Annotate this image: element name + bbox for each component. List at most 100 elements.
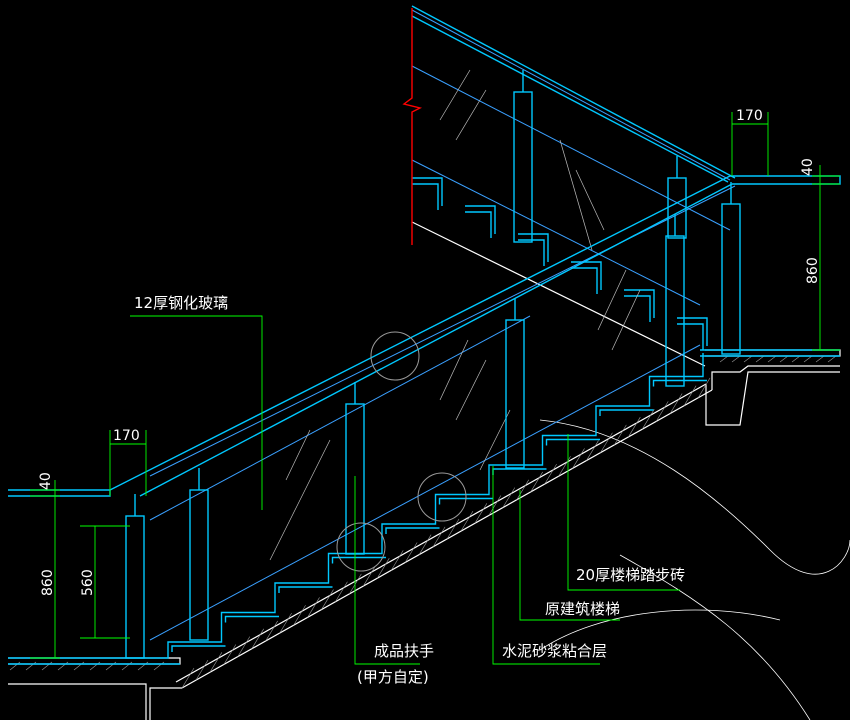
hatch-line-3 <box>209 652 223 673</box>
step-tile-4 <box>331 556 386 564</box>
label-glass: 12厚钢化玻璃 <box>134 294 228 312</box>
floor-hatch-9 <box>137 661 149 671</box>
floor-hatch-8 <box>121 661 133 671</box>
leader-mortar <box>492 466 600 665</box>
hatch-line-12 <box>335 581 348 602</box>
upper-landing-beam-outer <box>705 371 840 426</box>
label-original-stair: 原建筑楼梯 <box>545 600 620 618</box>
floor-hatch-6 <box>89 661 101 671</box>
upper-landing <box>705 349 841 357</box>
dim-top-width: 170 <box>736 108 763 124</box>
landing-hatch-1 <box>719 355 729 363</box>
hatch-line-37 <box>683 385 697 406</box>
post-8 <box>667 177 687 239</box>
upper-flight-underside <box>411 221 706 367</box>
step-9 <box>595 382 651 412</box>
handrail-top <box>109 175 731 491</box>
step-tile-5 <box>385 527 440 534</box>
step-tile-8 <box>545 438 600 446</box>
landing-hatch-10 <box>827 355 837 363</box>
hatch-line-21 <box>460 511 474 532</box>
floor-hatch-1 <box>9 661 21 671</box>
hatch-line-27 <box>544 463 557 485</box>
detail-circle-1 <box>370 331 420 381</box>
dim-bottom-offset: 40 <box>38 472 54 490</box>
upper-step-2 <box>465 205 496 234</box>
label-mortar: 水泥砂浆粘合层 <box>502 642 607 660</box>
hatch-line-38 <box>697 377 711 398</box>
hatch-line-33 <box>628 416 641 438</box>
hatch-line-34 <box>642 409 655 430</box>
post-4 <box>505 319 525 469</box>
hatch-line-19 <box>432 526 446 547</box>
label-handrail: 成品扶手 <box>374 642 434 660</box>
hatch-line-8 <box>279 612 292 634</box>
hatch-line-4 <box>223 644 237 665</box>
glass-bottom-edge <box>149 344 701 641</box>
lower-landing-tile <box>8 648 169 659</box>
glass-mid-line <box>149 315 531 521</box>
reflection-9 <box>439 69 471 121</box>
curve-line-a <box>539 419 850 575</box>
glass-reflections <box>269 69 641 561</box>
slab-hatch <box>9 355 837 689</box>
hatch-line-16 <box>390 550 404 571</box>
hatch-line-25 <box>516 479 529 500</box>
dim-bottom-panel: 560 <box>80 569 96 596</box>
floor-hatch-5 <box>73 661 85 671</box>
hatch-line-9 <box>293 605 306 626</box>
reflection-8 <box>611 289 641 351</box>
leader-glass <box>130 315 263 510</box>
annotation-labels: 12厚钢化玻璃 20厚楼梯踏步砖 原建筑楼梯 水泥砂浆粘合层 成品扶手 (甲方自… <box>38 108 821 686</box>
detail-circles <box>336 331 467 572</box>
upper-step-tile-4 <box>571 267 598 294</box>
break-line <box>402 8 423 245</box>
landing-hatch-8 <box>803 355 813 363</box>
upper-landing-beam <box>711 365 840 390</box>
leader-original-stair <box>519 490 620 621</box>
glass-top-edge <box>149 185 736 477</box>
dim-bottom-height: 860 <box>40 569 56 596</box>
reflection-12 <box>575 169 605 231</box>
step-6 <box>434 471 490 501</box>
hatch-line-30 <box>586 440 599 461</box>
step-tile-3 <box>278 586 333 593</box>
leader-tile <box>567 434 680 591</box>
hatch-line-24 <box>502 487 516 508</box>
upper-handrail <box>411 5 736 179</box>
step-tile-9 <box>599 409 654 416</box>
lower-floor-slab-underside <box>8 683 147 720</box>
hatch-line-1 <box>181 667 195 689</box>
landing-hatch-2 <box>731 355 741 363</box>
post-1 <box>125 515 145 659</box>
stair-slab-underside-inner <box>175 383 707 683</box>
hatch-line-36 <box>669 393 683 414</box>
reflection-2 <box>299 439 331 501</box>
upper-glass-bottom <box>411 159 701 306</box>
hatch-line-15 <box>377 558 390 579</box>
step-tile-1 <box>171 645 226 652</box>
hatch-line-22 <box>474 503 488 524</box>
step-tile-2 <box>224 615 279 623</box>
upper-step-tile-2 <box>465 211 492 238</box>
step-3 <box>274 559 330 589</box>
detail-circle-2 <box>417 472 467 522</box>
upper-step-6 <box>677 317 708 346</box>
label-handrail-note: (甲方自定) <box>357 668 429 686</box>
lower-floor-slab <box>8 657 181 665</box>
curve-line-b <box>619 554 811 720</box>
hatch-line-10 <box>307 597 320 618</box>
step-tile-10 <box>652 379 707 387</box>
curve-line-c <box>539 609 781 651</box>
detail-circle-3 <box>336 522 386 572</box>
label-tile: 20厚楼梯踏步砖 <box>576 566 685 584</box>
hatch-line-6 <box>251 628 264 649</box>
hatch-line-20 <box>446 518 460 540</box>
upper-step-tile-5 <box>624 295 651 322</box>
upper-handrail-b <box>411 15 729 183</box>
handrail-bottom <box>139 183 733 497</box>
step-7 <box>488 441 544 471</box>
step-1 <box>167 618 223 648</box>
upper-step-tile-6 <box>677 323 704 350</box>
upper-step-3 <box>518 233 549 262</box>
